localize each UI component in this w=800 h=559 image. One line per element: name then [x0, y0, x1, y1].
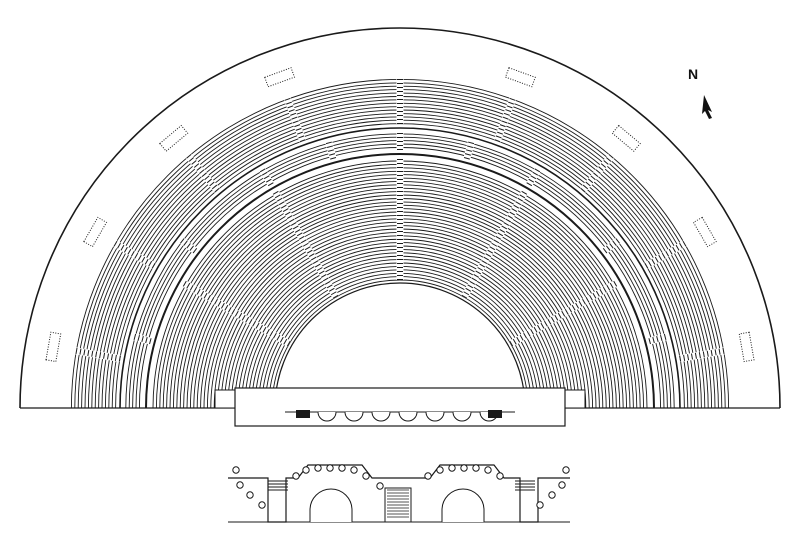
parodos-left: [214, 389, 236, 409]
stage-niche: [425, 411, 445, 422]
radial-aisle-upper: [74, 347, 121, 363]
column-circle: [232, 466, 240, 474]
column-circle: [314, 464, 322, 472]
column-circle: [326, 464, 334, 472]
column-circle: [436, 466, 444, 474]
stage-stair-left: [296, 410, 310, 418]
radial-aisle-upper: [493, 96, 517, 143]
column-circle: [472, 464, 480, 472]
diazoma-inner: [145, 153, 655, 409]
column-circle: [302, 466, 310, 474]
radial-aisle-upper: [644, 239, 688, 270]
column-circle: [424, 472, 432, 480]
column-circle: [558, 481, 566, 489]
orchestra: [274, 282, 526, 409]
column-circle: [258, 501, 266, 509]
north-label: N: [688, 66, 699, 82]
column-circle: [376, 482, 384, 490]
radial-aisle-lower-steps: [461, 188, 529, 299]
stage-stair-right: [488, 410, 502, 418]
radial-aisle-upper: [579, 152, 615, 193]
stair-entrance: [611, 124, 641, 152]
stage-niche: [344, 411, 364, 422]
column-circle: [246, 491, 254, 499]
radial-aisle-middle-steps: [526, 165, 542, 187]
column-circle: [292, 472, 300, 480]
stage-building: [234, 387, 566, 427]
radial-aisle-middle-steps: [130, 333, 152, 345]
column-circle: [536, 501, 544, 509]
stair-steps: [611, 124, 641, 152]
detail-arch-niche: [309, 488, 353, 522]
seat-row: [271, 279, 529, 409]
radial-aisle-upper: [283, 96, 307, 143]
column-circle: [350, 466, 358, 474]
stair-entrance: [159, 124, 189, 152]
stair-entrance: [45, 331, 62, 363]
column-circle: [484, 466, 492, 474]
column-circle: [448, 464, 456, 472]
stage-niche: [371, 411, 391, 422]
radial-aisle-lower-steps: [180, 279, 291, 347]
parodos-right: [564, 389, 586, 409]
stair-steps: [738, 331, 755, 363]
radial-aisle-middle-steps: [463, 138, 475, 160]
stage-niche: [317, 411, 337, 422]
diazoma-outer: [119, 127, 681, 409]
detail-arch-niche: [441, 488, 485, 522]
radial-aisle-middle-steps: [648, 333, 670, 345]
column-circle: [460, 464, 468, 472]
radial-aisle-middle-steps: [258, 165, 274, 187]
stair-entrance: [83, 216, 108, 248]
column-circle: [236, 481, 244, 489]
stair-entrance: [738, 331, 755, 363]
radial-aisle-upper: [679, 347, 726, 363]
radial-aisle-lower-steps: [509, 279, 620, 347]
column-circle: [496, 472, 504, 480]
radial-aisle-upper: [185, 152, 221, 193]
column-circle: [338, 464, 346, 472]
radial-aisle-middle-steps: [177, 236, 198, 254]
radial-aisle-lower-steps: [271, 188, 339, 299]
column-circle: [362, 472, 370, 480]
stair-steps: [264, 67, 296, 88]
radial-aisle-middle-steps: [325, 138, 337, 160]
column-circle: [548, 491, 556, 499]
stage-niche: [452, 411, 472, 422]
stair-steps: [159, 124, 189, 152]
stage-niche: [398, 411, 418, 422]
detail-front-line: [228, 464, 570, 523]
radial-aisle-middle-steps: [602, 236, 623, 254]
stair-entrance: [264, 67, 296, 88]
radial-aisle-upper: [112, 239, 156, 270]
stair-steps: [83, 216, 108, 248]
stair-steps: [45, 331, 62, 363]
column-circle: [562, 466, 570, 474]
